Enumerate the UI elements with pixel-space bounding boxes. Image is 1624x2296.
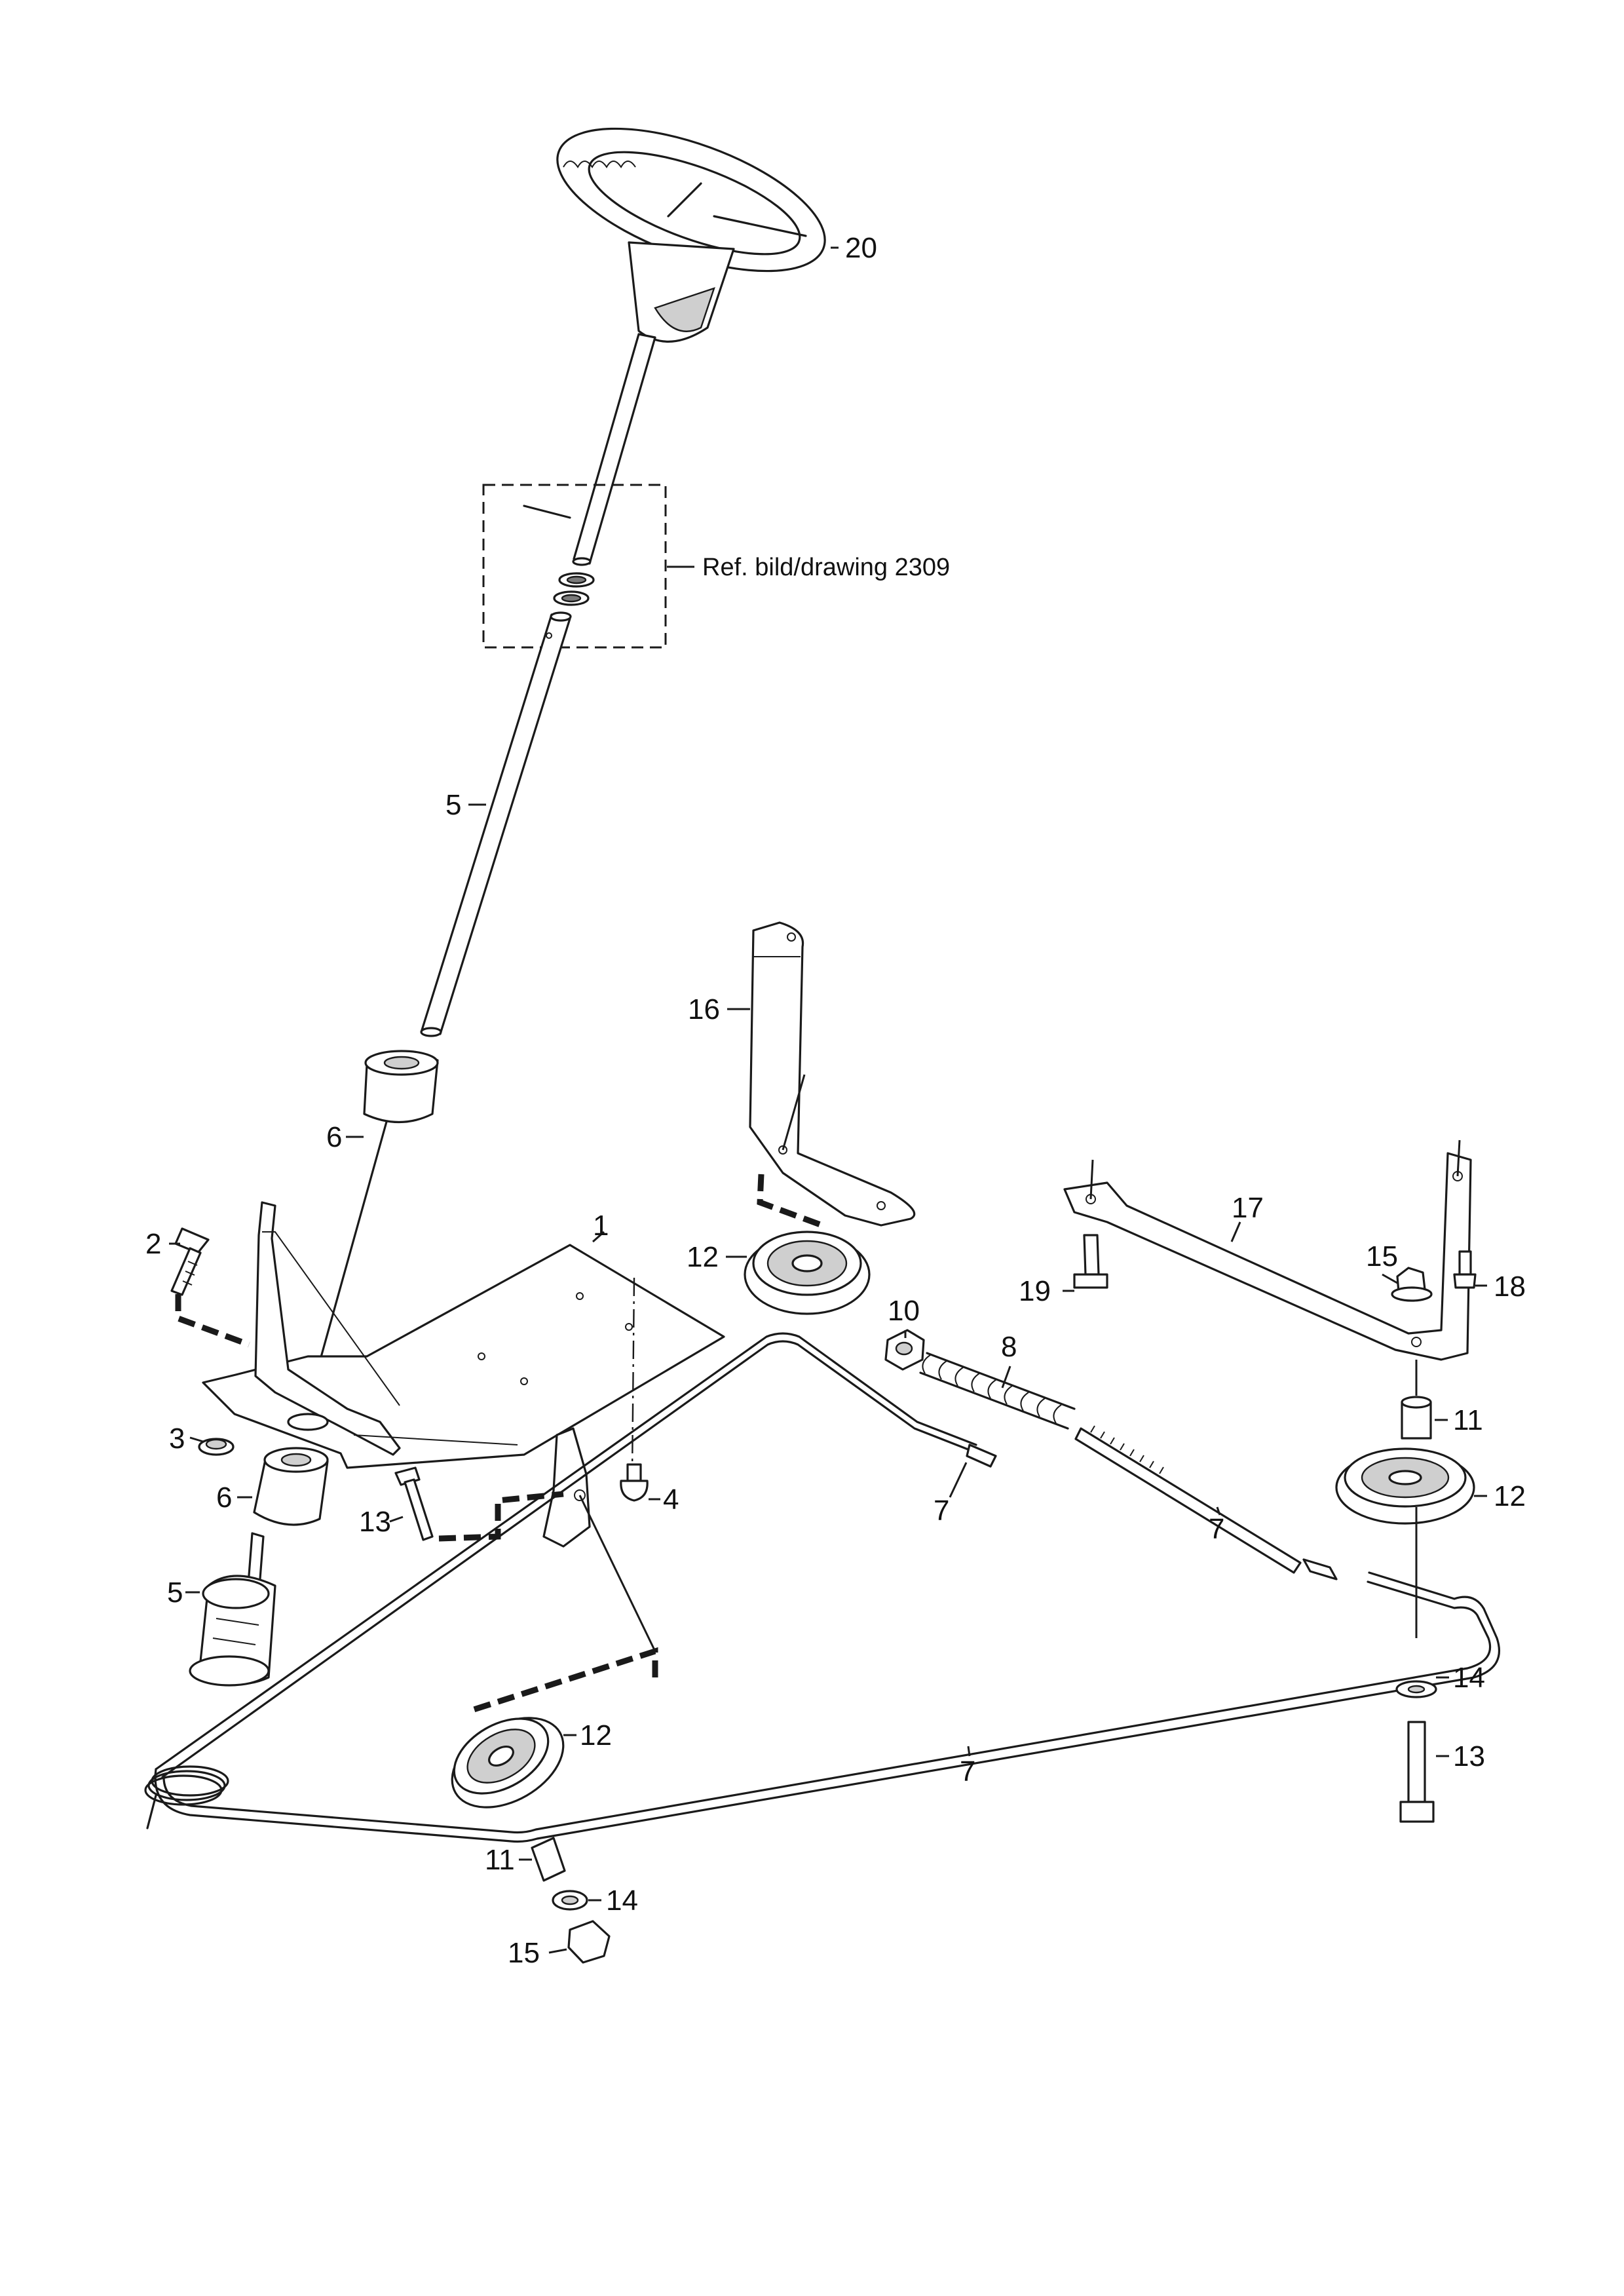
upper-bushing (305, 1050, 439, 1410)
callout-10: 10 (888, 1295, 920, 1327)
steering-wheel (556, 127, 826, 343)
reference-box (482, 484, 667, 649)
callout-6-upper: 6 (326, 1121, 342, 1153)
callout-11-right: 11 (1453, 1404, 1483, 1436)
callout-4: 4 (663, 1483, 679, 1516)
callout-3: 3 (169, 1423, 185, 1455)
callout-17: 17 (1232, 1192, 1264, 1224)
callout-7-lower: 7 (960, 1755, 975, 1788)
screw-4 (620, 1463, 649, 1502)
callout-15-lower: 15 (508, 1937, 540, 1969)
callout-11-lower: 11 (485, 1844, 515, 1876)
lower-bushing (253, 1447, 329, 1526)
callout-14-lower: 14 (606, 1885, 638, 1917)
callout-16: 16 (688, 993, 720, 1025)
nut-15-right (1391, 1267, 1433, 1302)
callout-12-right: 12 (1494, 1480, 1526, 1512)
callout-1: 1 (593, 1210, 609, 1242)
callout-18: 18 (1494, 1271, 1526, 1303)
lower-spacer-stack (531, 1837, 611, 1964)
pulley-12-top (744, 1231, 871, 1315)
bolt-2 (170, 1227, 210, 1296)
screw-18 (1453, 1250, 1477, 1289)
callout-6-lower: 6 (216, 1482, 232, 1514)
callout-7-right: 7 (1209, 1513, 1224, 1545)
callout-12-top: 12 (687, 1241, 719, 1273)
callout-13-left: 13 (359, 1506, 391, 1538)
upper-steering-column (523, 333, 656, 606)
callout-8: 8 (1001, 1331, 1017, 1363)
callout-5-shaft: 5 (445, 789, 461, 821)
assembly-dashed-lines (175, 1174, 823, 1713)
callout-15-right: 15 (1366, 1240, 1398, 1272)
steering-cable (154, 1332, 1500, 1843)
callout-5-pinion: 5 (167, 1577, 183, 1609)
callout-13-right: 13 (1453, 1740, 1485, 1772)
callout-7-upper: 7 (934, 1495, 949, 1527)
callout-14-right: 14 (1453, 1662, 1485, 1694)
lower-steering-column (420, 611, 572, 1037)
callout-12-bottom: 12 (580, 1719, 612, 1751)
callout-2: 2 (145, 1228, 161, 1260)
pulley-12-right (1335, 1447, 1475, 1525)
steering-pinion (189, 1532, 276, 1687)
callout-20: 20 (845, 232, 877, 264)
bolt-13-left (394, 1466, 434, 1541)
nut-3 (198, 1438, 235, 1456)
right-spacer-stack (1395, 1360, 1437, 1823)
bracket-16 (749, 921, 916, 1227)
cable-spring-coil (144, 1765, 229, 1829)
bolt-19 (1073, 1234, 1108, 1289)
nut-10 (884, 1329, 925, 1371)
bracket-17 (1063, 1139, 1472, 1361)
spring-8 (919, 1352, 1076, 1430)
callout-19: 19 (1019, 1275, 1051, 1307)
callout-labels: 20 5 16 6 1 2 12 17 15 19 18 10 8 3 11 1… (145, 232, 1526, 1969)
reference-note: Ref. bild/drawing 2309 (702, 554, 950, 581)
pulley-12-bottom (451, 1717, 565, 1808)
leader-lines (169, 246, 1487, 1954)
